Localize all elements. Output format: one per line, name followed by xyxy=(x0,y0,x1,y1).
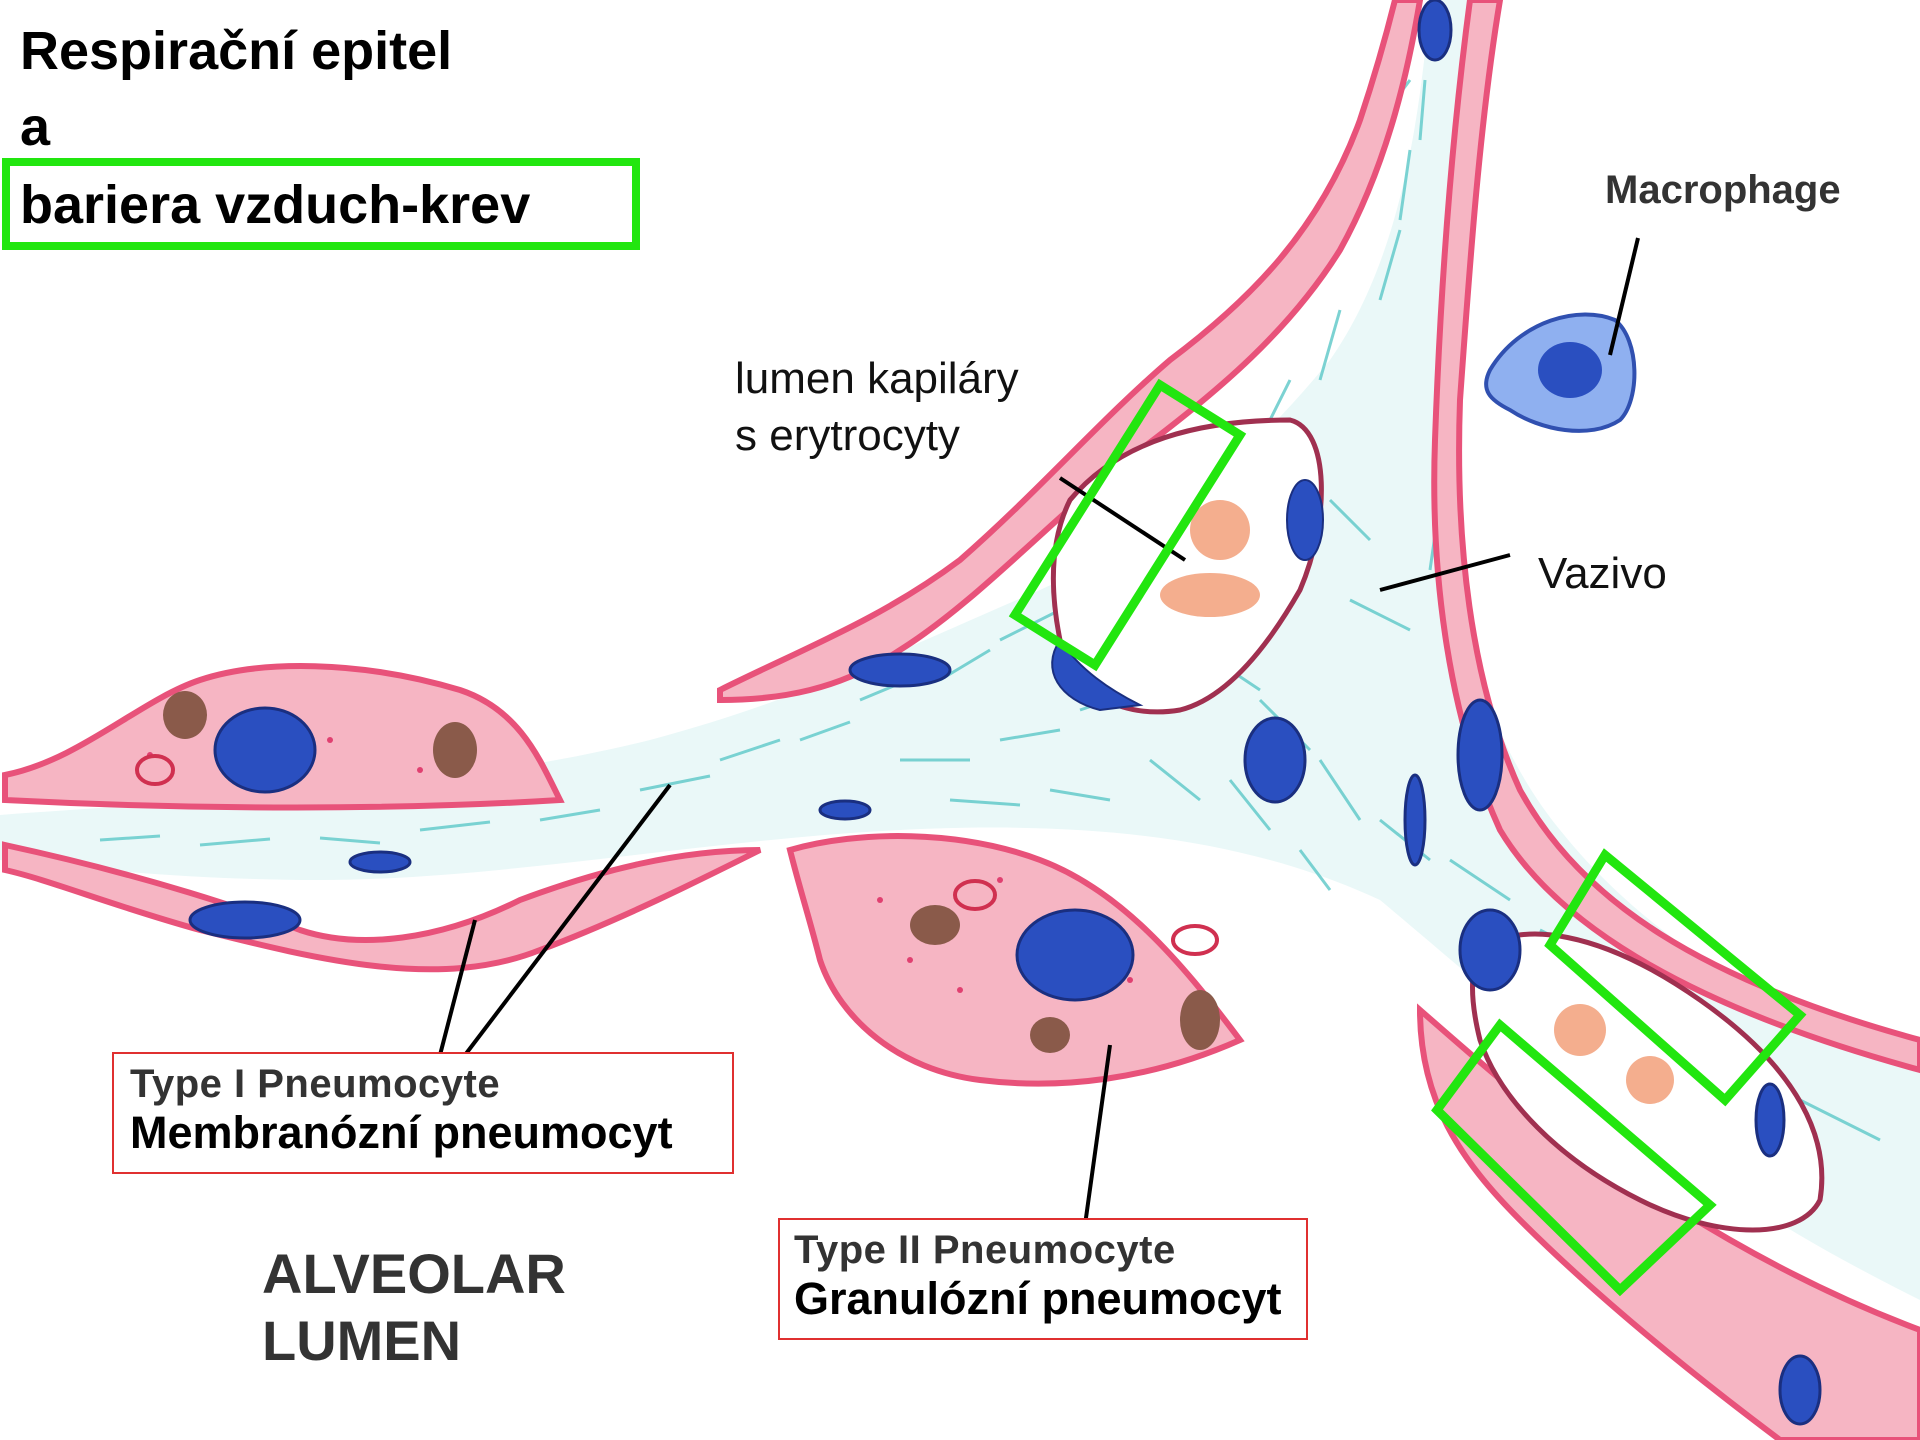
alveolar-lumen-line-1: ALVEOLAR xyxy=(262,1240,566,1307)
title-line-2: a xyxy=(20,100,50,154)
type1-pneumocyte-label-box: Type I Pneumocyte Membranózní pneumocyt xyxy=(112,1052,734,1174)
type2-pneumocyte-label-box: Type II Pneumocyte Granulózní pneumocyt xyxy=(778,1218,1308,1340)
capillary-label-line-1: lumen kapiláry xyxy=(735,350,1019,407)
type2-label-cz: Granulózní pneumocyt xyxy=(794,1273,1292,1325)
capillary-label-line-2: s erytrocyty xyxy=(735,407,1019,464)
title-line-1: Respirační epitel xyxy=(20,24,452,78)
alveolar-lumen-line-2: LUMEN xyxy=(262,1307,566,1374)
capillary-label: lumen kapiláry s erytrocyty xyxy=(735,350,1019,464)
type1-label-en: Type I Pneumocyte xyxy=(130,1062,716,1107)
type2-label-en: Type II Pneumocyte xyxy=(794,1228,1292,1273)
type1-label-cz: Membranózní pneumocyt xyxy=(130,1107,716,1159)
title-line-3: bariera vzduch-krev xyxy=(20,178,530,232)
macrophage-label: Macrophage xyxy=(1605,168,1841,213)
macrophage-cell xyxy=(1486,314,1634,430)
connective-tissue-label: Vazivo xyxy=(1538,545,1667,602)
alveolar-lumen-label: ALVEOLAR LUMEN xyxy=(262,1240,566,1374)
